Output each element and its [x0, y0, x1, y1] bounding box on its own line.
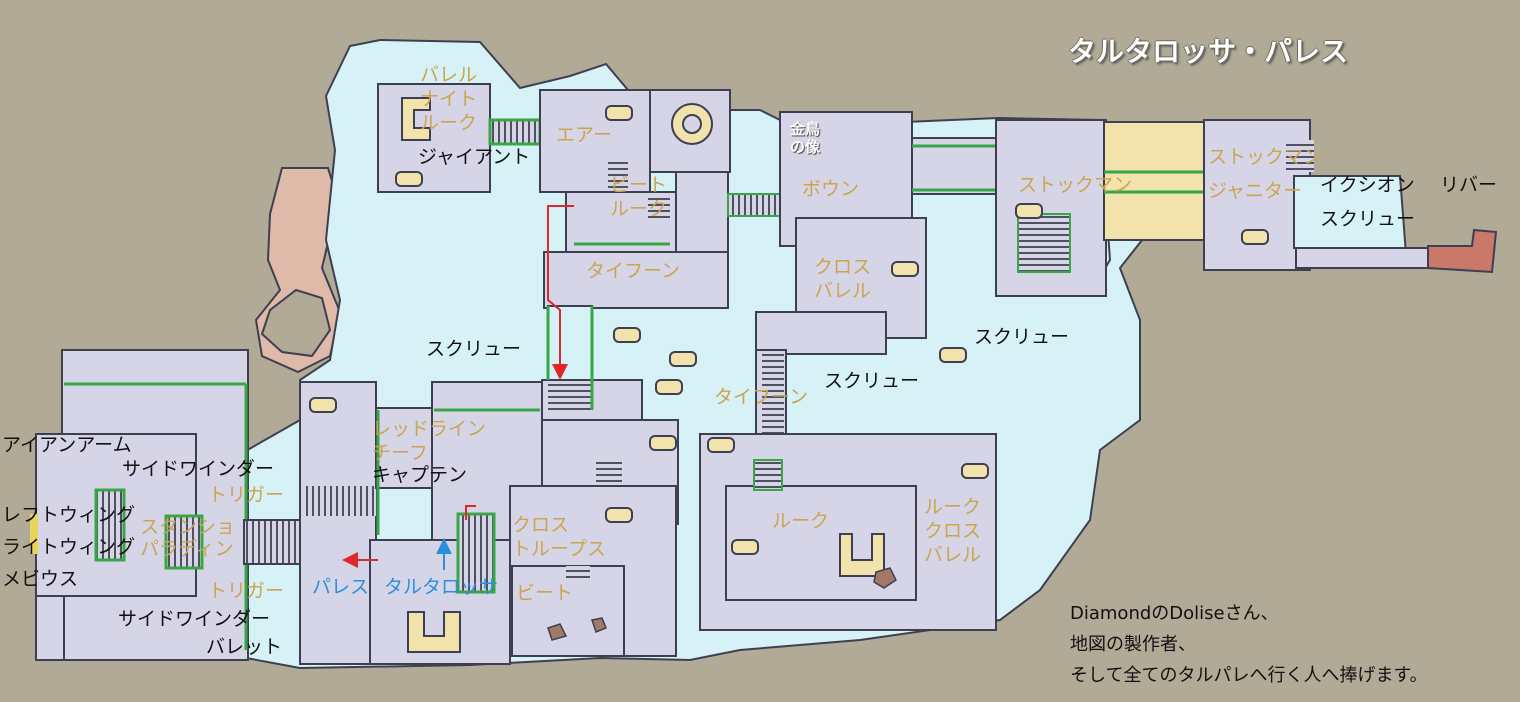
label-river: リバー — [1440, 174, 1498, 196]
label-beat-bottom: ビート — [516, 582, 574, 604]
label-screw-east: スクリュー — [1320, 208, 1416, 230]
label-bullet: バレット — [206, 636, 283, 658]
label-red-line: レッドライン — [372, 418, 487, 440]
label-typhoon-top: タイフーン — [586, 260, 681, 282]
label-rook-south: ルーク — [772, 510, 830, 532]
gate-rook — [839, 533, 885, 577]
label-screw-west: スクリュー — [426, 338, 522, 360]
label-trigger-top: トリガー — [208, 484, 285, 506]
label-barrel-mid: バレル — [814, 280, 872, 302]
label-barrel-east: バレル — [924, 544, 982, 566]
treasure-chests — [309, 105, 1269, 555]
credits: DiamondのDoliseさん、 地図の製作者、 そして全てのタルパレへ行く人… — [1070, 598, 1428, 691]
north-center-building — [377, 83, 781, 410]
label-sidewinder-top: サイドワインダー — [122, 458, 275, 480]
label-captain: キャプテン — [372, 464, 468, 486]
label-iron-arm: アイアンアーム — [2, 434, 132, 456]
central-building — [755, 111, 997, 441]
label-barrel: バレル — [420, 64, 478, 86]
label-cross-troops-2: トループス — [512, 538, 606, 560]
label-stockman-2: ストックマン — [1208, 146, 1323, 168]
label-stockman: ストックマン — [1018, 174, 1133, 196]
label-sidewinder-bottom: サイドワインダー — [118, 608, 271, 630]
label-rook-top: ルーク — [420, 112, 478, 134]
label-mobius: メビウス — [2, 568, 79, 590]
credits-line-3: そして全てのタルパレへ行く人へ捧げます。 — [1070, 665, 1428, 686]
label-rook-mid: ルーク — [610, 198, 668, 220]
gate-ring-nw — [401, 97, 431, 141]
label-rook-east: ルーク — [924, 496, 982, 518]
label-right-wing: ライトウィング — [2, 536, 136, 558]
west-bridge-stairs — [243, 519, 305, 565]
rubble — [547, 567, 897, 641]
label-giant: ジャイアント — [418, 146, 531, 168]
gate-south — [407, 611, 461, 653]
credits-line-2: 地図の製作者、 — [1070, 634, 1196, 655]
label-route-palace: パレス — [312, 576, 370, 598]
label-janitor: ジャニター — [1208, 180, 1303, 202]
label-cross-troops-1: クロス — [512, 514, 570, 536]
label-stunshot: スタンショ — [140, 516, 236, 538]
label-typhoon-mid: タイフーン — [714, 386, 809, 408]
label-chief: チーフ — [372, 442, 428, 464]
label-trigger-bottom: トリガー — [208, 580, 285, 602]
route-arrow-south — [465, 505, 476, 520]
label-screw-far-east: スクリュー — [974, 326, 1070, 348]
label-cross: クロス — [814, 256, 872, 278]
stockman-building — [995, 119, 1498, 297]
label-air: エアー — [556, 124, 612, 146]
label-bone: ボウン — [802, 178, 860, 200]
left-wing-building — [30, 349, 249, 661]
label-route-tartarossa: タルタロッサ — [384, 576, 499, 598]
rock-hole — [260, 288, 332, 358]
label-screw-mid: スクリュー — [824, 370, 920, 392]
label-left-wing: レフトウィング — [2, 504, 136, 526]
label-cross-east: クロス — [924, 520, 982, 542]
label-paradin: パラディン — [140, 538, 234, 560]
label-ixion: イクシオン — [1320, 174, 1415, 196]
route-arrow-north — [547, 205, 574, 380]
label-knight: ナイト — [420, 88, 478, 110]
map-title: タルタロッサ・パレス — [1068, 35, 1349, 68]
statue-label: 金鳥の像 — [789, 120, 820, 156]
label-beat-top: ビート — [610, 174, 668, 196]
credits-line-1: DiamondのDoliseさん、 — [1070, 603, 1279, 624]
center-left-building — [299, 379, 679, 665]
